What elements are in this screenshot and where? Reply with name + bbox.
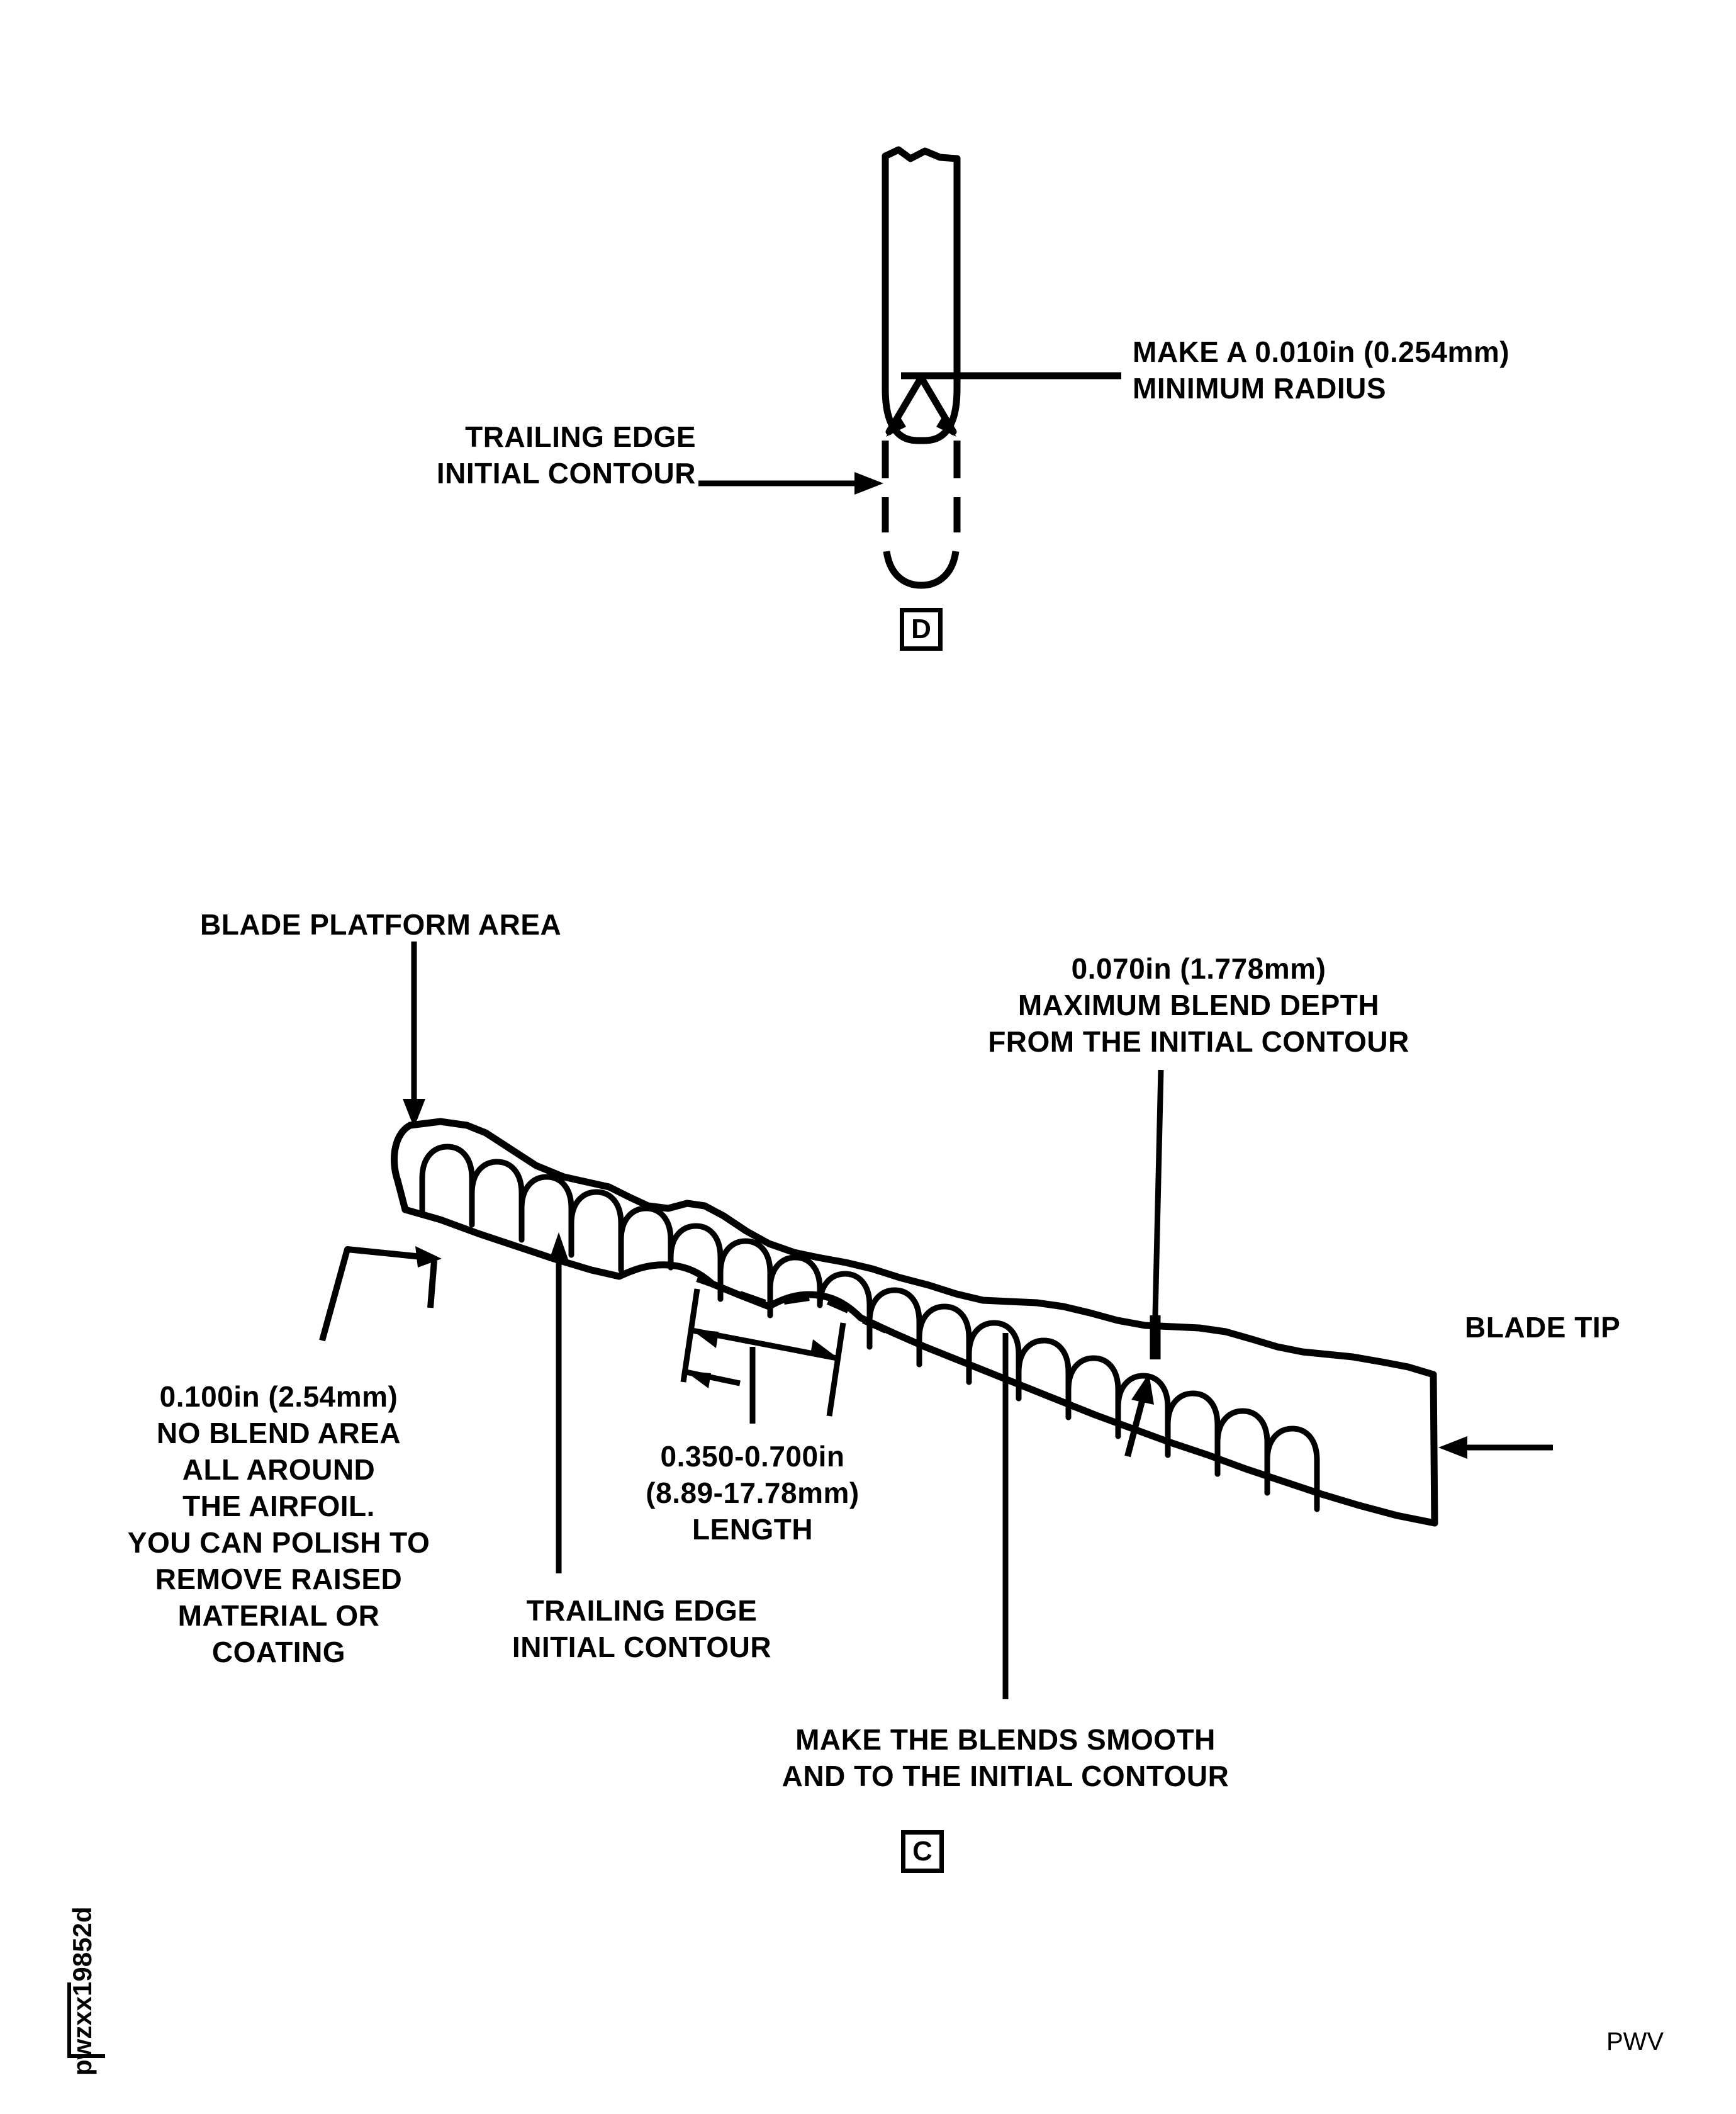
drawing-number-corner-bracket <box>67 1982 105 2058</box>
detail-c-initial-contour-dashed <box>696 1276 888 1334</box>
detail-c-blend-depth-arrowhead <box>1131 1373 1154 1405</box>
detail-c-length-arrow-left <box>691 1329 719 1348</box>
detail-c-box-label: C <box>901 1830 944 1873</box>
detail-c-blade-tip-arrowhead <box>1438 1436 1467 1459</box>
detail-c-length-tail-arrow <box>685 1371 711 1388</box>
detail-c-noblend-arrowhead <box>415 1246 442 1268</box>
detail-c-length-extension-left <box>680 1288 700 1383</box>
detail-d-radius-arrow-left <box>886 415 906 437</box>
detail-d-initial-contour-dashed <box>882 441 961 589</box>
detail-c-blade-platform-label: BLADE PLATFORM AREA <box>200 908 562 941</box>
detail-c-blend-depth-leader-upper <box>1152 1069 1164 1316</box>
detail-c-blends-smooth-label: MAKE THE BLENDS SMOOTH AND TO THE INITIA… <box>781 1723 1229 1792</box>
detail-c-noblend-width-tick <box>427 1260 437 1308</box>
detail-c-no-blend-label: 0.100in (2.54mm) NO BLEND AREA ALL AROUN… <box>127 1380 430 1668</box>
detail-c-length-arrow-right <box>810 1339 838 1358</box>
detail-c-length-extension-right <box>826 1322 846 1417</box>
detail-c-geometry <box>319 942 1553 1699</box>
detail-d-break-line <box>882 146 961 162</box>
detail-c-platform-arrowhead <box>403 1099 425 1128</box>
detail-d-radius-arrow-right <box>936 415 956 437</box>
detail-c-trailing-edge-arrowhead <box>549 1232 569 1261</box>
detail-d-trailing-edge-callout: TRAILING EDGE INITIAL CONTOUR <box>436 420 696 490</box>
detail-c-right-end-tip <box>1430 1371 1438 1527</box>
detail-d-radius-triangle <box>885 374 957 436</box>
detail-d-box-label: D <box>900 608 943 651</box>
detail-c-noblend-leader <box>319 1246 435 1342</box>
detail-d-blade-outline <box>882 152 961 444</box>
footer-code: PWV <box>1606 2028 1664 2055</box>
detail-d-radius-callout: MAKE A 0.010in (0.254mm) MINIMUM RADIUS <box>1133 335 1510 405</box>
drawing-number: pwzxx19852d <box>67 1906 97 2076</box>
detail-c-blade-tip-label: BLADE TIP <box>1465 1311 1621 1344</box>
detail-c-trailing-edge-label: TRAILING EDGE INITIAL CONTOUR <box>512 1594 772 1663</box>
detail-c-upper-edge <box>406 1118 1437 1378</box>
detail-d-geometry <box>698 146 1121 589</box>
detail-d-contour-arrowhead <box>854 472 883 495</box>
detail-c-lower-blended-edge <box>401 1206 1438 1527</box>
detail-c-left-end <box>391 1122 414 1213</box>
detail-c-blend-scallops <box>419 1144 1320 1512</box>
detail-c-length-label: 0.350-0.700in (8.89-17.78mm) LENGTH <box>646 1440 860 1546</box>
detail-c-blend-depth-label: 0.070in (1.778mm) MAXIMUM BLEND DEPTH FR… <box>988 952 1409 1058</box>
